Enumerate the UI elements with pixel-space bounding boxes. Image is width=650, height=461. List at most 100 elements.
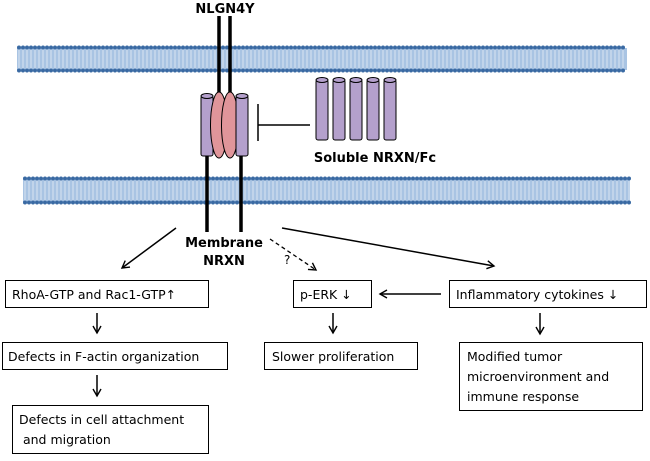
lipid-head-inner	[147, 200, 151, 205]
lipid-head-inner	[457, 68, 461, 73]
lipid-head-outer	[399, 176, 403, 181]
lipid-head-inner	[505, 68, 509, 73]
lipid-head-inner	[85, 68, 89, 73]
arrow-to-rho	[120, 227, 177, 269]
lipid-head-outer	[445, 45, 449, 50]
lipid-head-inner	[309, 68, 313, 73]
lipid-head-inner	[143, 200, 147, 205]
lipid-head-inner	[521, 68, 525, 73]
lipid-head-outer	[257, 45, 261, 50]
lipid-head-inner	[459, 200, 463, 205]
lipid-head-inner	[481, 68, 485, 73]
lipid-head-inner	[427, 200, 431, 205]
cylinder-top	[235, 93, 249, 99]
lipid-head-outer	[557, 45, 561, 50]
lipid-head-outer	[263, 176, 267, 181]
lipid-head-inner	[405, 68, 409, 73]
lipid-head-outer	[441, 45, 445, 50]
lipid-head-inner	[175, 200, 179, 205]
lipid-head-outer	[323, 176, 327, 181]
membrane-tail-band	[23, 179, 630, 202]
lipid-head-inner	[399, 200, 403, 205]
lipid-head-inner	[295, 200, 299, 205]
lipid-head-outer	[363, 176, 367, 181]
lipid-head-outer	[129, 45, 133, 50]
lipid-head-outer	[609, 45, 613, 50]
lipid-head-inner	[383, 200, 387, 205]
lipid-head-outer	[243, 176, 247, 181]
lipid-head-inner	[183, 200, 187, 205]
lipid-head-outer	[457, 45, 461, 50]
lipid-head-outer	[379, 176, 383, 181]
lipid-head-outer	[481, 45, 485, 50]
lipid-head-inner	[523, 200, 527, 205]
lipid-head-outer	[471, 176, 475, 181]
lipid-head-inner	[433, 68, 437, 73]
lipid-head-outer	[143, 176, 147, 181]
lipid-head-inner	[51, 200, 55, 205]
lipid-head-inner	[173, 68, 177, 73]
lipid-head-inner	[619, 200, 623, 205]
lipid-head-inner	[201, 68, 205, 73]
lipid-head-inner	[553, 68, 557, 73]
lipid-head-outer	[97, 45, 101, 50]
lipid-head-outer	[419, 176, 423, 181]
lipid-head-inner	[311, 200, 315, 205]
lipid-head-inner	[93, 68, 97, 73]
lipid-head-outer	[281, 45, 285, 50]
lipid-head-inner	[291, 200, 295, 205]
lipid-head-inner	[373, 68, 377, 73]
lipid-head-inner	[169, 68, 173, 73]
lipid-head-inner	[491, 200, 495, 205]
lipid-head-outer	[133, 45, 137, 50]
lipid-head-outer	[403, 176, 407, 181]
lipid-head-outer	[35, 176, 39, 181]
lipid-head-inner	[379, 200, 383, 205]
lipid-head-inner	[231, 200, 235, 205]
lipid-head-outer	[165, 45, 169, 50]
lipid-head-inner	[351, 200, 355, 205]
lipid-head-outer	[315, 176, 319, 181]
lipid-head-inner	[45, 68, 49, 73]
lipid-head-inner	[557, 68, 561, 73]
lipid-head-inner	[473, 68, 477, 73]
nrxn-nlgn-complex	[200, 91, 249, 159]
lipid-head-inner	[627, 200, 631, 205]
lipid-head-outer	[437, 45, 441, 50]
lipid-head-outer	[627, 176, 631, 181]
lipid-head-outer	[395, 176, 399, 181]
lipid-head-outer	[43, 176, 47, 181]
lipid-head-outer	[393, 45, 397, 50]
lipid-head-outer	[27, 176, 31, 181]
lipid-head-outer	[115, 176, 119, 181]
lipid-head-outer	[505, 45, 509, 50]
lipid-head-inner	[243, 200, 247, 205]
lipid-head-outer	[173, 45, 177, 50]
lipid-head-inner	[69, 68, 73, 73]
lipid-head-outer	[559, 176, 563, 181]
lipid-head-inner	[437, 68, 441, 73]
cylinder-body	[235, 95, 249, 157]
lipid-head-inner	[577, 68, 581, 73]
lipid-head-inner	[341, 68, 345, 73]
lipid-head-outer	[531, 176, 535, 181]
lipid-head-outer	[377, 45, 381, 50]
lipid-head-inner	[363, 200, 367, 205]
lipid-head-outer	[157, 45, 161, 50]
cylinder-top	[200, 93, 214, 99]
inflammatory-text: Inflammatory cytokines ↓	[456, 287, 618, 302]
lipid-head-outer	[561, 45, 565, 50]
lipid-head-outer	[187, 176, 191, 181]
lipid-head-inner	[611, 200, 615, 205]
lipid-head-outer	[139, 176, 143, 181]
lipid-head-inner	[23, 200, 27, 205]
lipid-head-inner	[269, 68, 273, 73]
lipid-head-outer	[359, 176, 363, 181]
lipid-head-outer	[461, 45, 465, 50]
lipid-head-inner	[531, 200, 535, 205]
lipid-head-outer	[493, 45, 497, 50]
lipid-head-inner	[209, 68, 213, 73]
lipid-head-inner	[219, 200, 223, 205]
lipid-head-outer	[545, 45, 549, 50]
lipid-head-inner	[235, 200, 239, 205]
